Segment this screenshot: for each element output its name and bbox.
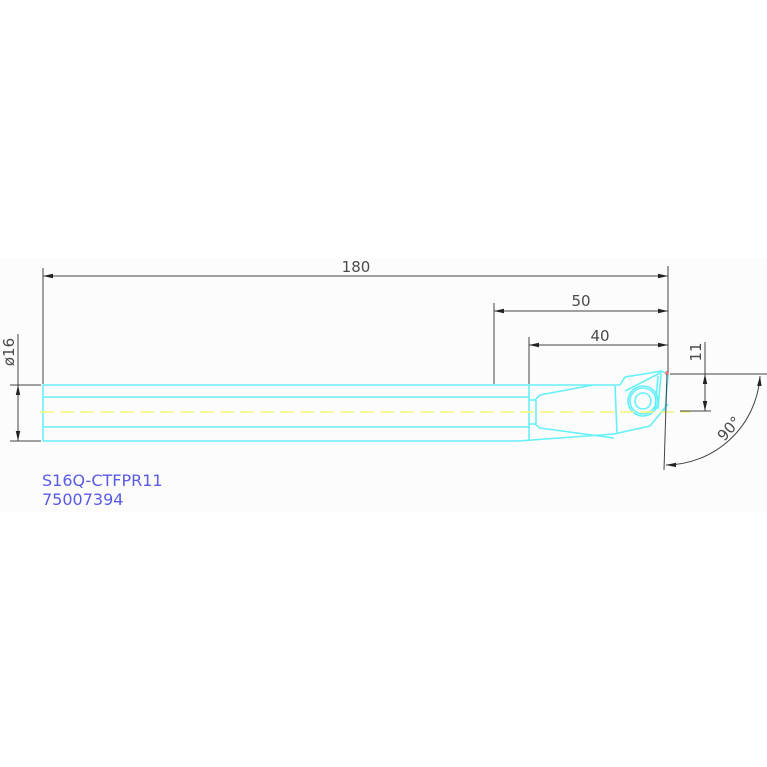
dim-shank-diameter: ø16	[0, 338, 18, 366]
dim-tip-offset: 11	[687, 342, 705, 361]
dimension-lines	[10, 266, 767, 471]
dim-angle: 90°	[714, 413, 745, 445]
dim-insert-length: 40	[590, 327, 609, 345]
dim-overall-length: 180	[342, 258, 371, 276]
part-number-label: S16Q-CTFPR11	[42, 471, 163, 490]
tool-outline	[42, 370, 669, 442]
dim-head-length: 50	[571, 292, 590, 310]
article-number-label: 75007394	[42, 490, 123, 509]
